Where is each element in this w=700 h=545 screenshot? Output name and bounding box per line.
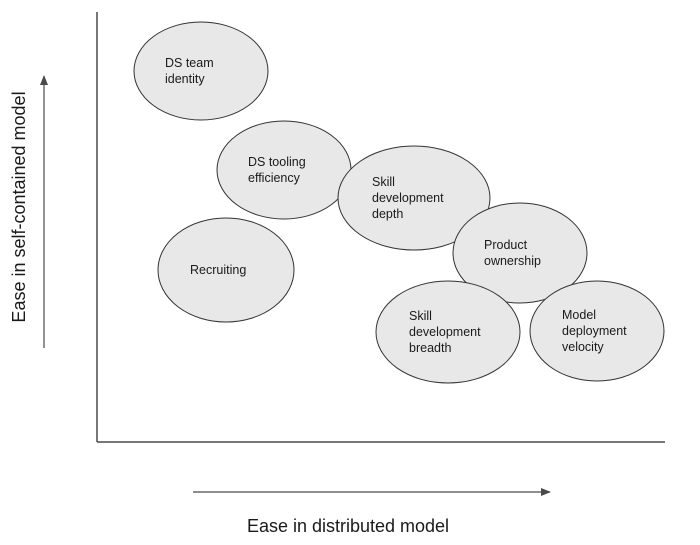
bubble-skill-development-breadth: Skill development breadth [375,280,521,384]
x-axis-label: Ease in distributed model [247,516,449,536]
bubble-shape [216,120,352,220]
bubble-label: identity [165,72,205,86]
bubble-ds-team-identity: DS team identity [133,21,269,121]
bubble-label: ownership [484,254,541,268]
bubble-shape [452,202,588,304]
bubble-label: Product [484,238,528,252]
bubble-label: Skill [372,175,395,189]
bubble-shape [529,280,665,382]
bubble-label: efficiency [248,171,301,185]
bubble-model-deployment-velocity: Model deployment velocity [529,280,665,382]
bubble-recruiting: Recruiting [157,217,295,323]
bubble-label: velocity [562,340,604,354]
bubble-shape [337,145,491,251]
bubble-shape [133,21,269,121]
bubble-label: depth [372,207,403,221]
bubble-label: development [372,191,444,205]
bubble-label: breadth [409,341,451,355]
bubble-label: deployment [562,324,627,338]
bubble-label: Recruiting [190,263,246,277]
bubble-skill-development-depth: Skill development depth [337,145,491,251]
bubble-label: DS tooling [248,155,306,169]
bubble-label: Skill [409,309,432,323]
y-axis-label: Ease in self-contained model [9,91,29,322]
bubble-product-ownership: Product ownership [452,202,588,304]
bubble-shape [157,217,295,323]
bubble-ds-tooling-efficiency: DS tooling efficiency [216,120,352,220]
bubble-label: DS team [165,56,214,70]
bubble-shape [375,280,521,384]
bubble-label: development [409,325,481,339]
bubble-label: Model [562,308,596,322]
